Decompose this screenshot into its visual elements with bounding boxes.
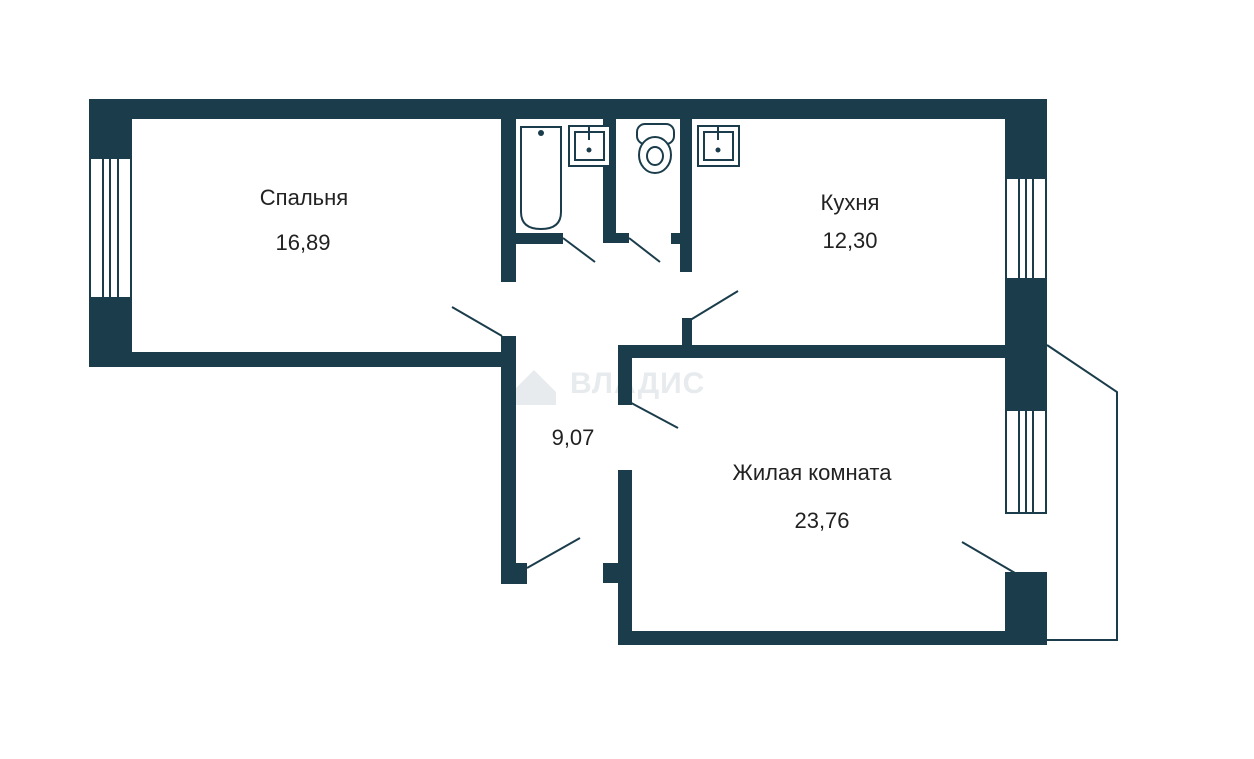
room-area: 23,76 — [794, 508, 849, 533]
room-name: Спальня — [260, 185, 348, 210]
room-area: 16,89 — [275, 230, 330, 255]
window-bedroom — [89, 157, 132, 299]
room-name: Жилая комната — [733, 460, 893, 485]
door-toilet — [628, 237, 661, 263]
watermark: ВЛАДИС — [512, 367, 705, 405]
balcony-outline — [1046, 344, 1118, 641]
room-area: 12,30 — [822, 228, 877, 253]
kitchen-sink-icon — [697, 125, 740, 167]
doors — [451, 237, 1016, 574]
room-living: Жилая комната 23,76 — [733, 460, 893, 533]
room-name: Кухня — [821, 190, 880, 215]
window-living — [1005, 409, 1047, 514]
room-area: 9,07 — [552, 425, 595, 450]
sink-icon — [568, 125, 611, 167]
house-logo-icon — [512, 370, 556, 405]
toilet-icon — [636, 123, 675, 174]
window-kitchen — [1005, 177, 1047, 280]
room-bedroom: Спальня 16,89 — [260, 185, 348, 255]
door-bedroom — [451, 306, 503, 337]
door-entrance — [526, 537, 581, 569]
bathtub-icon — [520, 126, 562, 231]
door-kitchen — [686, 290, 739, 323]
door-living — [621, 397, 679, 429]
door-balcony — [961, 541, 1016, 574]
watermark-text: ВЛАДИС — [570, 367, 705, 400]
room-hall: 9,07 — [552, 425, 595, 450]
door-bathroom — [562, 237, 596, 263]
room-kitchen: Кухня 12,30 — [821, 190, 880, 253]
walls — [89, 99, 1047, 645]
